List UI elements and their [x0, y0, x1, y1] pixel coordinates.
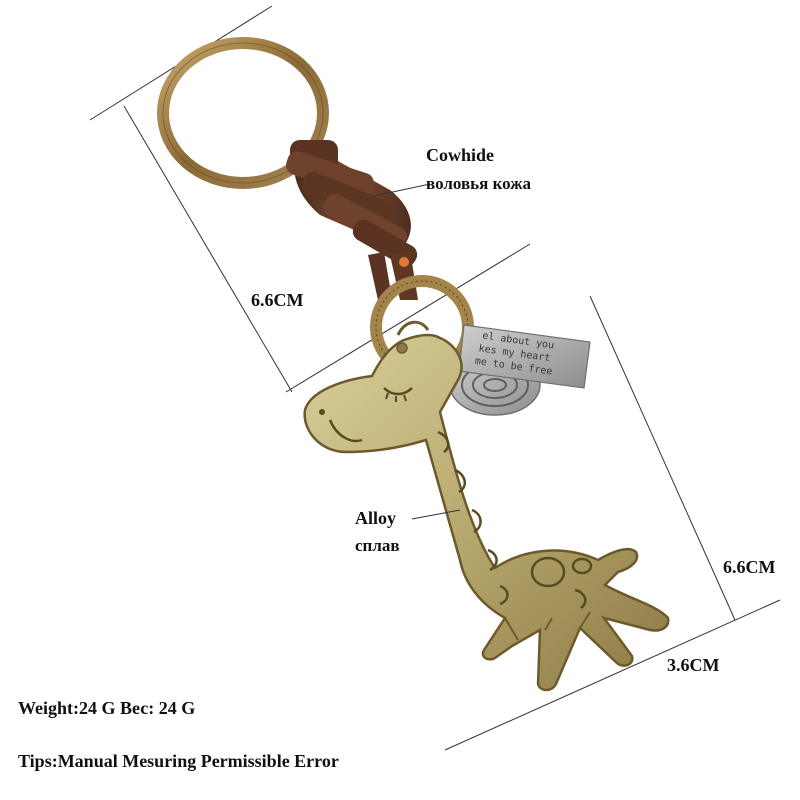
key-ring	[157, 37, 329, 189]
tips-label: Tips:Manual Mesuring Permissible Error	[18, 751, 339, 771]
pointer-lines	[373, 183, 461, 520]
weight-label: Weight:24 G Вес: 24 G	[18, 698, 196, 718]
alloy-label-en: Alloy	[355, 508, 397, 528]
cowhide-label-en: Cowhide	[426, 145, 495, 165]
dimension-right-label: 6.6CM	[723, 557, 776, 577]
dimension-bottom-label: 3.6CM	[667, 655, 720, 675]
alloy-label-ru: сплав	[355, 536, 400, 555]
cowhide-label-ru: воловья кожа	[426, 174, 532, 193]
leather-braid	[286, 140, 418, 300]
dimension-lines	[89, 5, 781, 751]
dimension-left-label: 6.6CM	[251, 290, 304, 310]
giraffe-charm	[303, 320, 670, 692]
text-tag: el about you kes my heart me to be free	[458, 324, 591, 389]
